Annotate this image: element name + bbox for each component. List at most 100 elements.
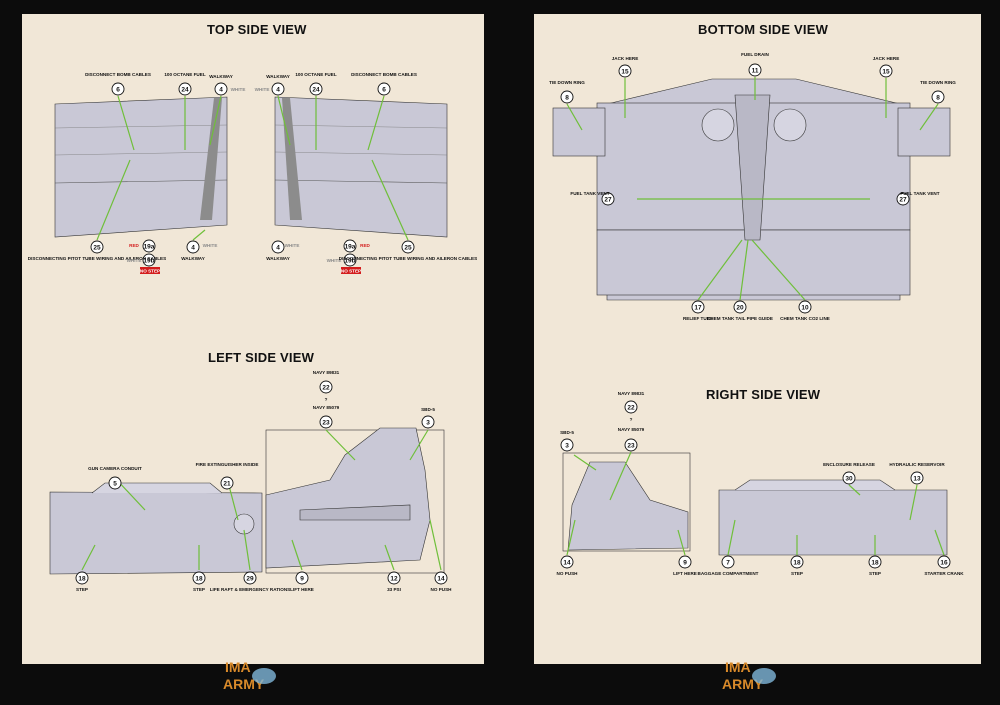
svg-text:100 OCTANE FUEL: 100 OCTANE FUEL xyxy=(295,72,336,77)
svg-text:25: 25 xyxy=(404,245,412,252)
top-side-view-title: TOP SIDE VIEW xyxy=(207,22,307,37)
svg-text:DISCONNECT BOMB CABLES: DISCONNECT BOMB CABLES xyxy=(351,72,417,77)
svg-text:?: ? xyxy=(325,397,328,402)
callout-14r xyxy=(560,555,574,569)
svg-text:ENCLOSURE RELEASE: ENCLOSURE RELEASE xyxy=(823,462,875,467)
svg-text:4: 4 xyxy=(191,245,195,252)
no-step-badge-right xyxy=(341,267,361,274)
svg-text:8: 8 xyxy=(936,95,940,102)
top-left-walkway xyxy=(200,98,222,220)
svg-text:IMA: IMA xyxy=(725,659,751,675)
svg-text:23: 23 xyxy=(322,420,330,427)
svg-text:STARTER CRANK: STARTER CRANK xyxy=(924,571,964,576)
left-side-view-title: LEFT SIDE VIEW xyxy=(208,350,315,365)
svg-text:33 PSI: 33 PSI xyxy=(387,587,401,592)
svg-text:9: 9 xyxy=(683,560,687,567)
svg-text:WHITE: WHITE xyxy=(255,87,270,92)
svg-text:WALKWAY: WALKWAY xyxy=(209,74,233,79)
svg-text:TIE DOWN RING: TIE DOWN RING xyxy=(549,80,585,85)
svg-text:14: 14 xyxy=(563,560,571,567)
callout-22 xyxy=(319,380,333,394)
callout-4d xyxy=(271,240,285,254)
callout-25 xyxy=(90,240,104,254)
callout-23 xyxy=(319,415,333,429)
svg-text:NO PUSH: NO PUSH xyxy=(431,587,453,592)
callout-4 xyxy=(214,82,228,96)
callout-15 xyxy=(618,64,632,78)
svg-text:WALKWAY: WALKWAY xyxy=(266,256,290,261)
top-right-wing xyxy=(274,96,448,238)
svg-text:WALKWAY: WALKWAY xyxy=(181,256,205,261)
svg-text:5: 5 xyxy=(113,481,117,488)
svg-text:STEP: STEP xyxy=(869,571,881,576)
svg-text:JACK HERE: JACK HERE xyxy=(612,56,639,61)
callout-8b xyxy=(931,90,945,104)
svg-text:29: 29 xyxy=(246,576,254,583)
callout-9 xyxy=(295,571,309,585)
svg-text:TIE DOWN RING: TIE DOWN RING xyxy=(920,80,956,85)
right-side-fuselage xyxy=(718,489,948,556)
callout-15b xyxy=(879,64,893,78)
right-side-tail xyxy=(567,461,689,551)
svg-text:21: 21 xyxy=(223,481,231,488)
callout-6 xyxy=(111,82,125,96)
callout-21 xyxy=(220,476,234,490)
svg-text:WHITE: WHITE xyxy=(231,87,246,92)
svg-text:FUEL DRAIN: FUEL DRAIN xyxy=(741,52,769,57)
callout-20 xyxy=(733,300,747,314)
callout-6b xyxy=(377,82,391,96)
svg-text:IMA: IMA xyxy=(225,659,251,675)
callout-18r xyxy=(790,555,804,569)
svg-text:WHITE: WHITE xyxy=(327,258,342,263)
svg-text:18: 18 xyxy=(78,576,86,583)
callout-18b xyxy=(192,571,206,585)
svg-text:4: 4 xyxy=(276,245,280,252)
svg-text:STEP: STEP xyxy=(193,587,205,592)
svg-text:LIFT HERE: LIFT HERE xyxy=(290,587,314,592)
svg-text:STEP: STEP xyxy=(76,587,88,592)
callout-22r xyxy=(624,400,638,414)
svg-text:8: 8 xyxy=(565,95,569,102)
callout-5 xyxy=(108,476,122,490)
callout-12 xyxy=(387,571,401,585)
callout-7 xyxy=(721,555,735,569)
svg-text:14: 14 xyxy=(437,576,445,583)
svg-text:25: 25 xyxy=(93,245,101,252)
svg-text:WHITE: WHITE xyxy=(127,258,142,263)
svg-text:24: 24 xyxy=(312,87,320,94)
left-side-fuselage xyxy=(49,491,263,575)
svg-text:18: 18 xyxy=(871,560,879,567)
svg-text:6: 6 xyxy=(116,87,120,94)
bottom-side-view-title: BOTTOM SIDE VIEW xyxy=(698,22,829,37)
svg-text:27: 27 xyxy=(899,197,907,204)
svg-text:CHEM TANK TAIL PIPE GUIDE: CHEM TANK TAIL PIPE GUIDE xyxy=(707,316,773,321)
svg-text:ARMY: ARMY xyxy=(722,676,764,692)
svg-text:GUN CAMERA CONDUIT: GUN CAMERA CONDUIT xyxy=(88,466,142,471)
callout-4c xyxy=(271,82,285,96)
svg-text:DISCONNECT BOMB CABLES: DISCONNECT BOMB CABLES xyxy=(85,72,151,77)
svg-text:19b: 19b xyxy=(344,258,355,265)
callout-29 xyxy=(243,571,257,585)
callout-4b xyxy=(186,240,200,254)
svg-text:LIFE RAFT & EMERGENCY RATIONS: LIFE RAFT & EMERGENCY RATIONS xyxy=(210,587,290,592)
callout-14 xyxy=(434,571,448,585)
svg-text:DISCONNECTING PITOT TUBE WIRIN: DISCONNECTING PITOT TUBE WIRING AND AILE… xyxy=(28,256,166,261)
svg-text:17: 17 xyxy=(694,305,702,312)
svg-text:22: 22 xyxy=(322,385,330,392)
svg-text:BAGGAGE COMPARTMENT: BAGGAGE COMPARTMENT xyxy=(698,571,759,576)
svg-text:NO STEP: NO STEP xyxy=(341,269,361,274)
svg-text:9: 9 xyxy=(300,576,304,583)
callout-30 xyxy=(842,471,856,485)
callout-19a xyxy=(142,239,156,253)
callout-18 xyxy=(75,571,89,585)
callout-17 xyxy=(691,300,705,314)
no-step-badge-left xyxy=(140,267,160,274)
top-left-wing xyxy=(54,96,228,238)
svg-text:24: 24 xyxy=(181,87,189,94)
svg-text:JACK HERE: JACK HERE xyxy=(873,56,900,61)
svg-text:4: 4 xyxy=(276,87,280,94)
svg-text:FUEL TANK VENT: FUEL TANK VENT xyxy=(900,191,939,196)
svg-text:NO STEP: NO STEP xyxy=(140,269,160,274)
svg-text:27: 27 xyxy=(604,197,612,204)
svg-text:NAVY 85079: NAVY 85079 xyxy=(618,427,645,432)
